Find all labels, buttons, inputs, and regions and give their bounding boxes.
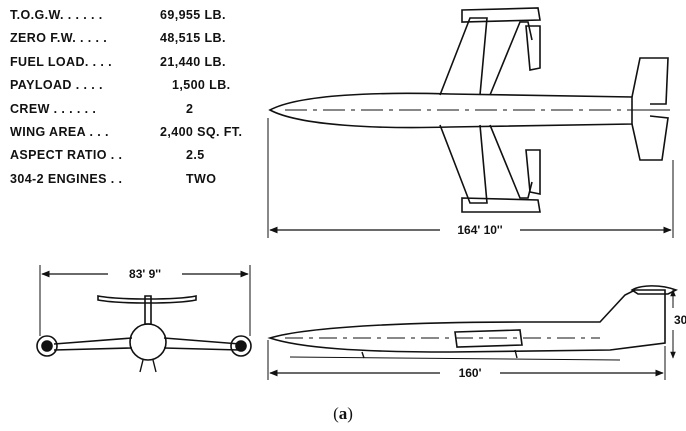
front-tailplane	[97, 295, 197, 304]
spec-row-engines: 304-2 ENGINES . . TWO	[10, 172, 280, 195]
side-ground-line	[289, 356, 621, 361]
front-view	[36, 295, 252, 373]
spec-label: T.O.G.W. . . . . .	[10, 8, 103, 22]
plan-engine-nacelle-upper	[525, 25, 541, 71]
side-fin	[630, 285, 678, 295]
spec-label: CREW . . . . . .	[10, 101, 97, 116]
side-nacelle	[454, 329, 523, 348]
spec-value: 2	[186, 101, 194, 116]
spec-value: 48,515 LB.	[160, 31, 226, 46]
front-fin	[144, 295, 152, 325]
front-wing-left-b	[53, 347, 133, 351]
dimension-span: 83' 9''	[39, 265, 251, 336]
spec-value: 21,440 LB.	[160, 54, 226, 69]
spec-label: ASPECT RATIO . .	[10, 148, 123, 163]
front-wing-left	[53, 337, 133, 345]
dimension-label-length-top: 164' 10''	[457, 223, 502, 237]
plan-wing-upper	[439, 17, 488, 96]
figure-caption: (a)	[0, 404, 686, 424]
spec-label: 304-2 ENGINES . .	[10, 171, 123, 186]
side-fuselage	[267, 289, 666, 353]
spec-value: 2.5	[186, 148, 205, 163]
spec-row-zero-fw: ZERO F.W. . . . . 48,515 LB.	[10, 31, 280, 54]
plan-tail-upper	[631, 57, 669, 105]
spec-value: 1,500 LB.	[172, 78, 231, 93]
front-wing-right	[163, 337, 241, 345]
dimension-height: 30	[670, 289, 686, 359]
spec-value: 2,400 SQ. FT.	[160, 124, 243, 139]
plan-view	[268, 7, 670, 213]
dimension-label-height: 30	[674, 313, 686, 327]
specifications-table: T.O.G.W. . . . . . 69,955 LB. ZERO F.W. …	[10, 8, 280, 195]
front-fuselage	[129, 323, 167, 361]
side-view	[267, 285, 678, 361]
spec-label: FUEL LOAD. . . .	[10, 54, 113, 69]
spec-row-wing-area: WING AREA . . . 2,400 SQ. FT.	[10, 125, 280, 148]
dimension-label-length-side: 160'	[459, 366, 482, 380]
plan-wing-lower-flap	[489, 124, 533, 199]
spec-row-aspect-ratio: ASPECT RATIO . . 2.5	[10, 148, 280, 171]
spec-row-crew: CREW . . . . . . 2	[10, 102, 280, 125]
spec-label: PAYLOAD . . . .	[10, 78, 103, 93]
spec-value: 69,955 LB.	[160, 8, 226, 22]
plan-wing-lower	[439, 124, 488, 204]
front-wing-right-b	[163, 347, 241, 351]
spec-row-togw: T.O.G.W. . . . . . 69,955 LB.	[10, 8, 280, 31]
caption-open: (	[333, 404, 339, 423]
spec-value: TWO	[186, 171, 217, 186]
plan-engine-pod-upper	[461, 7, 541, 23]
spec-row-fuel-load: FUEL LOAD. . . . 21,440 LB.	[10, 55, 280, 78]
front-engine-left	[36, 335, 58, 357]
spec-label: WING AREA . . .	[10, 124, 109, 139]
dimension-label-span: 83' 9''	[129, 267, 161, 281]
front-engine-right	[230, 335, 252, 357]
caption-close: )	[347, 404, 353, 423]
front-gear	[139, 359, 157, 373]
side-gear-main	[514, 349, 518, 359]
dimension-length-top: 164' 10''	[267, 118, 674, 238]
side-gear-nose	[361, 351, 365, 359]
plan-engine-pod-lower	[461, 197, 541, 213]
plan-engine-nacelle-lower	[525, 149, 541, 195]
caption-letter: a	[338, 404, 348, 423]
plan-tail-lower	[631, 115, 669, 161]
plan-wing-upper-flap	[489, 21, 533, 96]
dimension-length-side: 160'	[267, 340, 666, 380]
spec-row-payload: PAYLOAD . . . . 1,500 LB.	[10, 78, 280, 101]
spec-label: ZERO F.W. . . . .	[10, 31, 108, 46]
